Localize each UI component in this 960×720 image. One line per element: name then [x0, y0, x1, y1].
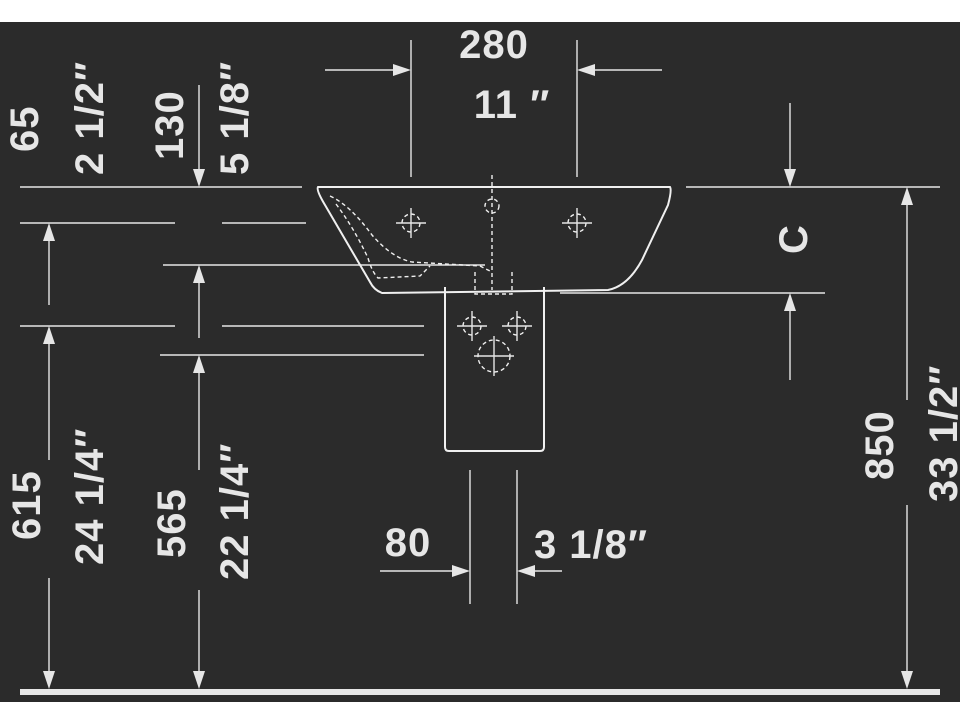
dim-280-in: 11 ″: [474, 83, 551, 127]
dim-130-mm: 130: [148, 90, 192, 160]
tap-hole-left-icon: [396, 208, 426, 238]
floor-line: [20, 689, 940, 695]
dim-65-in: 2 1/2″: [68, 61, 112, 175]
dimension-left-bottom: 615 24 1/4″ 565 22 1/4″: [5, 325, 424, 689]
dim-130-in: 5 1/8″: [213, 61, 257, 175]
tap-hole-right-icon: [562, 208, 592, 238]
connection-right-icon: [502, 311, 532, 341]
washbasin-outline: [316, 175, 672, 295]
dim-c-label: C: [772, 224, 816, 254]
drawing-background: [0, 22, 960, 702]
dim-565-mm: 565: [150, 488, 194, 558]
dimension-pedestal-width: 80 3 1/8″: [380, 470, 648, 604]
dim-280-mm: 280: [459, 23, 529, 67]
dim-615-in: 24 1/4″: [68, 428, 112, 565]
dim-65-mm: 65: [3, 106, 47, 153]
dim-850-in: 33 1/2″: [922, 365, 960, 502]
dim-615-mm: 615: [5, 470, 49, 540]
pedestal-outline: [444, 272, 545, 452]
dimension-left-top: 65 2 1/2″ 130 5 1/8″: [3, 61, 485, 338]
dim-850-mm: 850: [858, 410, 902, 480]
dim-80-mm: 80: [385, 521, 432, 565]
dimension-c: C: [560, 103, 940, 380]
connection-left-icon: [457, 311, 487, 341]
dim-565-in: 22 1/4″: [213, 443, 257, 580]
dim-80-in: 3 1/8″: [534, 523, 648, 567]
dimension-top-width: 280 11 ″: [325, 23, 662, 177]
drain-pipe-icon: [474, 336, 514, 376]
dimension-right-850: 850 33 1/2″: [858, 187, 960, 689]
